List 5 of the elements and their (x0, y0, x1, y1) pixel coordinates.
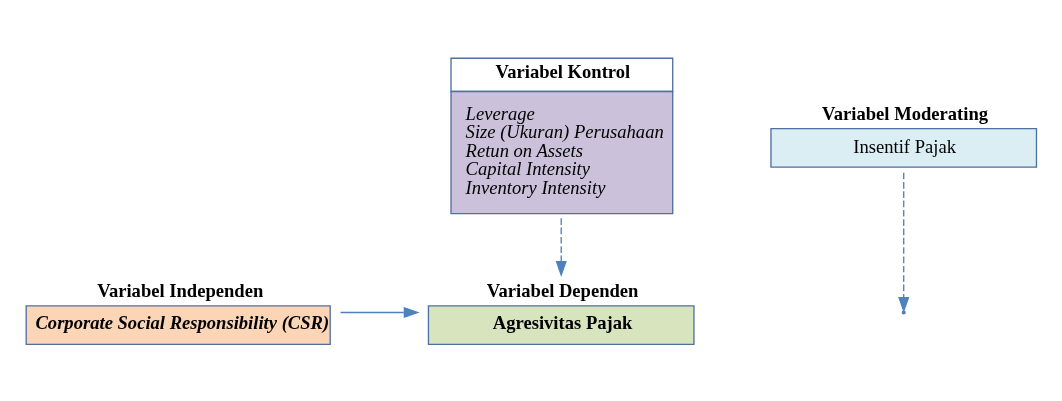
arrow (339, 306, 420, 318)
node-label: Variabel Independen (97, 279, 264, 301)
node-label: Variabel Moderating (822, 102, 989, 124)
node-label: Variabel Dependen (486, 279, 639, 301)
arrow (555, 217, 567, 277)
